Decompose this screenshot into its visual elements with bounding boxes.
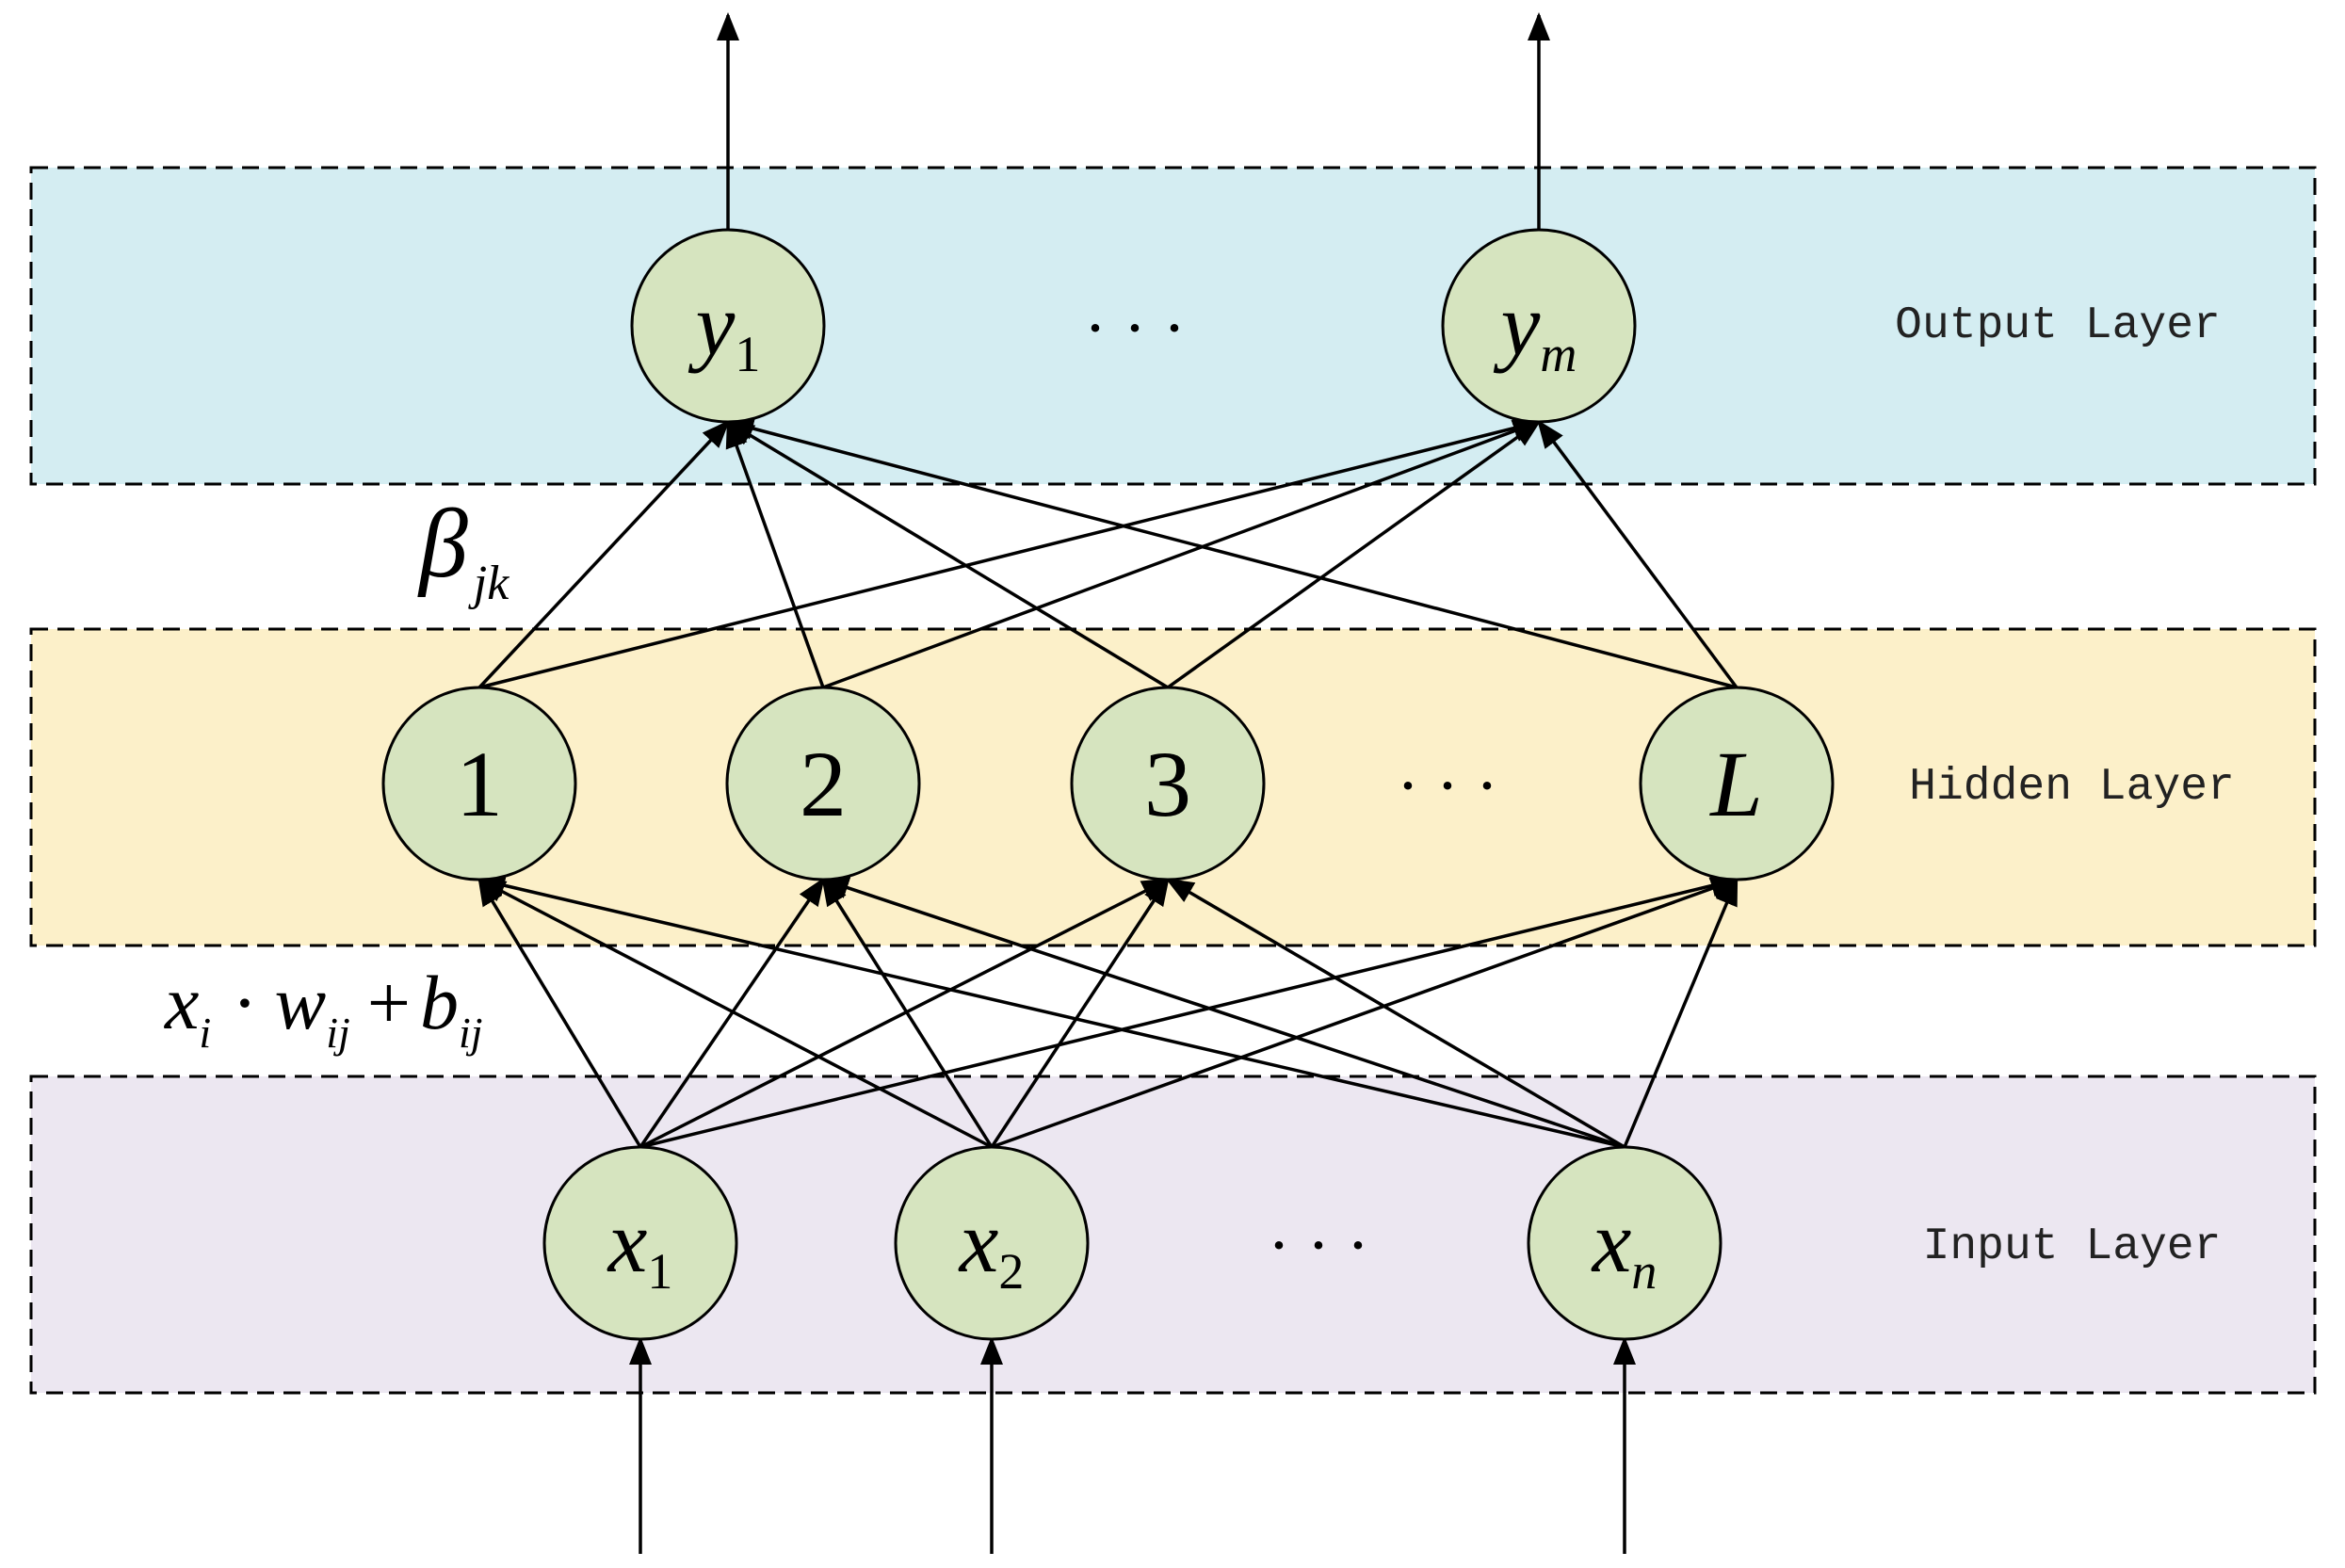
output-layer-band	[29, 166, 2317, 486]
edge-input-1-hidden-1	[821, 877, 994, 1148]
input-node-xn: xn	[1527, 1145, 1722, 1341]
edge-input-1-hidden-3	[991, 877, 1739, 1149]
node-label: 1	[456, 732, 503, 836]
node-label: 2	[800, 732, 847, 836]
edge-hidden-1-output-1	[822, 420, 1542, 689]
edge-hidden-0-output-0	[477, 419, 731, 689]
node-circle	[894, 1145, 1090, 1341]
hidden-ellipsis: · · ·	[1397, 748, 1498, 823]
node-circle	[1639, 686, 1835, 881]
edge-hidden-0-output-1	[478, 416, 1542, 689]
input-ellipsis: · · ·	[1268, 1207, 1369, 1283]
edge-input-0-hidden-1	[639, 877, 825, 1148]
hidden-layer-label: Hidden Layer	[1909, 762, 2235, 813]
node-circle	[1527, 1145, 1722, 1341]
edge-input-2-hidden-1	[820, 877, 1625, 1149]
input-node-x2: x2	[894, 1145, 1090, 1341]
node-label: 3	[1144, 732, 1191, 836]
output-ellipsis: · · ·	[1084, 290, 1186, 365]
edge-hidden-2-output-0	[725, 420, 1169, 689]
node-circle	[1070, 686, 1266, 881]
hidden-input-formula: xi·wij+bij	[164, 960, 483, 1057]
hidden-node-L: L	[1639, 686, 1835, 881]
edge-hidden-2-output-1	[1166, 420, 1542, 689]
edge-hidden-1-output-0	[725, 419, 825, 688]
edge-input-1-hidden-2	[990, 877, 1170, 1148]
node-label: xn	[1591, 1193, 1658, 1300]
hidden-node-1: 1	[381, 686, 577, 881]
edge-input-2-hidden-0	[477, 874, 1625, 1149]
edge-hidden-3-output-0	[725, 417, 1738, 689]
edge-input-0-hidden-3	[639, 874, 1739, 1149]
edge-input-0-hidden-0	[477, 877, 642, 1148]
hidden-node-2: 2	[725, 686, 921, 881]
edge-hidden-3-output-1	[1537, 419, 1739, 689]
edge-input-2-hidden-3	[1623, 877, 1739, 1148]
node-circle	[542, 1145, 738, 1341]
output-layer-label: Output Layer	[1895, 300, 2221, 351]
node-circle	[630, 228, 826, 424]
node-circle	[381, 686, 577, 881]
node-label: L	[1708, 732, 1763, 836]
edge-input-0-hidden-2	[639, 878, 1171, 1149]
node-circle	[725, 686, 921, 881]
edge-input-1-hidden-0	[477, 878, 993, 1149]
input-layer-band	[29, 1075, 2317, 1395]
connections	[477, 12, 1739, 1554]
input-layer-label: Input Layer	[1923, 1221, 2222, 1272]
node-label: x2	[958, 1193, 1025, 1300]
output-node-y1: y1	[630, 228, 826, 424]
node-label: ym	[1494, 276, 1577, 382]
node-label: y1	[688, 276, 761, 382]
edge-input-2-hidden-2	[1165, 878, 1625, 1149]
node-label: x1	[606, 1193, 673, 1300]
output-node-ym: ym	[1441, 228, 1637, 424]
node-circle	[1441, 228, 1637, 424]
hidden-node-3: 3	[1070, 686, 1266, 881]
input-node-x1: x1	[542, 1145, 738, 1341]
